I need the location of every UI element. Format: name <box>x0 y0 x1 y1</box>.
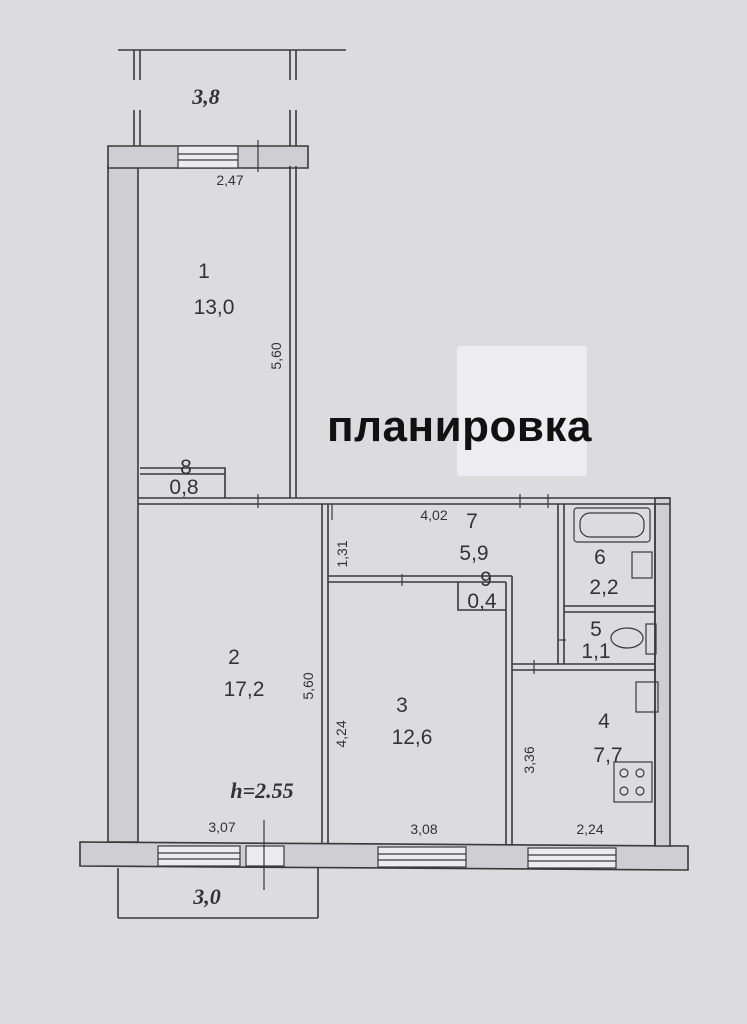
dim-room1-length: 5,60 <box>268 342 284 369</box>
toilet-icon <box>610 623 657 655</box>
room-6-area: 2,2 <box>589 576 618 599</box>
bottom-balcony-width: 3,0 <box>192 884 221 909</box>
room-2-area: 17,2 <box>224 678 265 701</box>
room-9-area: 0,4 <box>467 590 497 613</box>
kitchen-sink-icon <box>635 681 659 713</box>
room-5-area: 1,1 <box>581 640 610 663</box>
door-ticks <box>257 140 566 890</box>
room-9-number: 9 <box>480 568 492 591</box>
stove-icon <box>613 761 653 803</box>
room-4-area: 7,7 <box>593 744 622 767</box>
dim-room7-depth: 1,31 <box>334 540 350 567</box>
dim-room1-width: 2,47 <box>216 172 243 188</box>
room-7-number: 7 <box>466 510 478 533</box>
title-highlight <box>457 346 587 476</box>
room-4-number: 4 <box>598 710 610 733</box>
balconies <box>117 49 346 919</box>
room-3-area: 12,6 <box>392 726 433 749</box>
dim-room7-width: 4,02 <box>420 507 447 523</box>
room-1-area: 13,0 <box>194 296 235 319</box>
ceiling-height: h=2.55 <box>230 778 293 803</box>
windows <box>157 145 617 869</box>
sink-icon <box>631 551 653 579</box>
dim-room4-width: 2,24 <box>576 821 603 837</box>
interior-walls <box>138 166 670 846</box>
room-8-area: 0,8 <box>169 476 198 499</box>
page-title: планировка <box>327 402 592 451</box>
dim-room2-length: 5,60 <box>300 672 316 699</box>
fixtures <box>573 507 659 803</box>
dim-room3-width: 3,08 <box>410 821 437 837</box>
dim-room3-length: 4,24 <box>333 720 349 747</box>
room-3-number: 3 <box>396 694 408 717</box>
room-5-number: 5 <box>590 618 602 641</box>
dim-room2-width: 3,07 <box>208 819 235 835</box>
room-1-number: 1 <box>198 260 210 283</box>
top-balcony-width: 3,8 <box>191 84 220 109</box>
room-2-number: 2 <box>228 646 240 669</box>
dim-room4-length: 3,36 <box>521 746 537 773</box>
room-6-number: 6 <box>594 546 606 569</box>
room-7-area: 5,9 <box>459 542 488 565</box>
bathtub-icon <box>573 507 651 543</box>
room-8-number: 8 <box>180 456 192 479</box>
